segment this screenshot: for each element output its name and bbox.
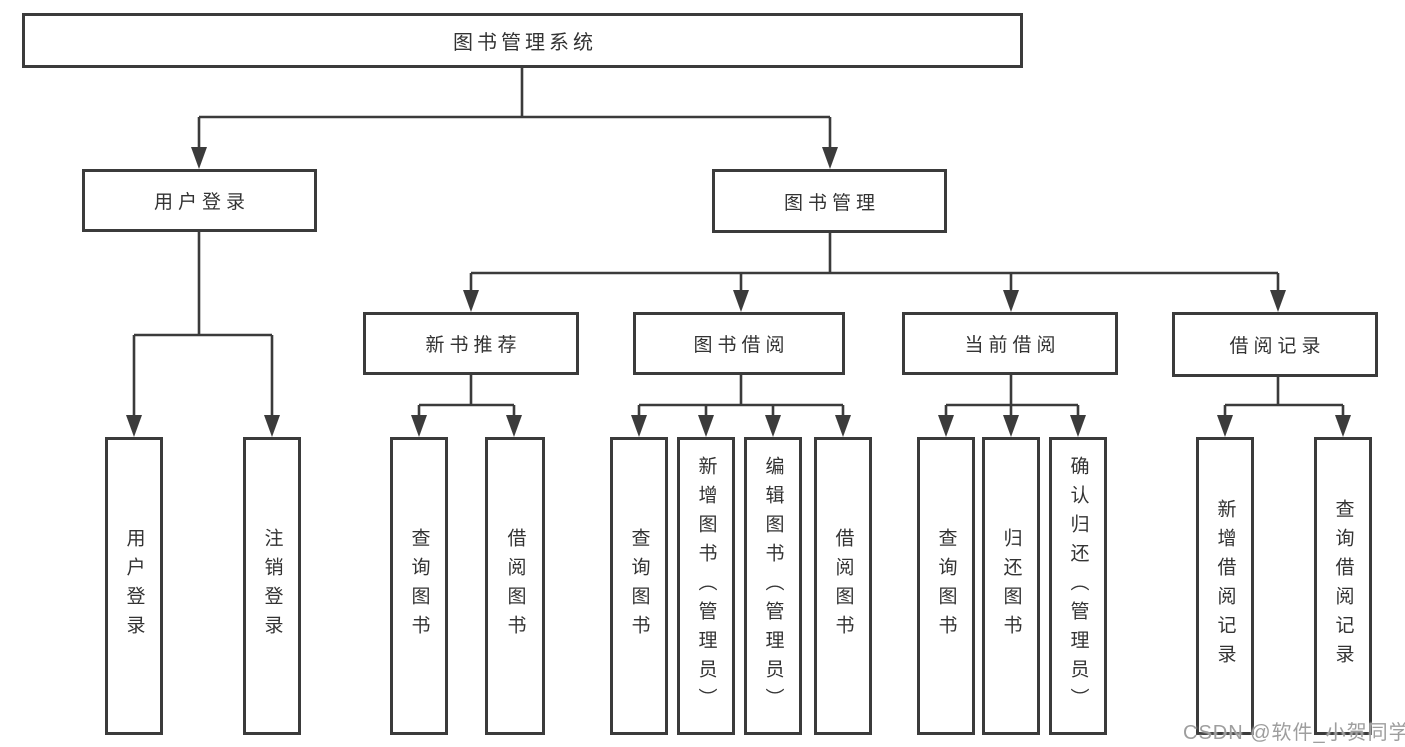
leaf-newbook-query: 查询图书 <box>390 437 448 735</box>
leaf-label: 新增借阅记录 <box>1214 499 1236 673</box>
node-book-borrow-label: 图书借阅 <box>693 335 790 356</box>
node-new-book-recommend-label: 新书推荐 <box>425 335 522 356</box>
leaf-label: 借阅图书 <box>504 528 526 644</box>
leaf-current-query: 查询图书 <box>917 437 975 735</box>
leaf-label: 新增图书（管理员） <box>695 455 717 717</box>
node-book-borrow: 图书借阅 <box>633 312 845 375</box>
leaf-label: 注销登录 <box>261 528 283 644</box>
leaf-records-add: 新增借阅记录 <box>1196 437 1254 735</box>
leaf-borrow-query: 查询图书 <box>610 437 668 735</box>
node-new-book-recommend: 新书推荐 <box>363 312 579 375</box>
node-current-borrow-label: 当前借阅 <box>964 335 1061 356</box>
leaf-user-login: 用户登录 <box>105 437 163 735</box>
leaf-label: 借阅图书 <box>832 528 854 644</box>
leaf-records-query: 查询借阅记录 <box>1314 437 1372 735</box>
node-library-system-label: 图书管理系统 <box>453 32 597 54</box>
leaf-label: 查询借阅记录 <box>1332 499 1354 673</box>
leaf-borrow-book: 借阅图书 <box>814 437 872 735</box>
node-book-management-label: 图书管理 <box>783 192 880 214</box>
leaf-label: 查询图书 <box>935 528 957 644</box>
leaf-logout: 注销登录 <box>243 437 301 735</box>
node-book-management: 图书管理 <box>712 169 947 233</box>
leaf-current-return: 归还图书 <box>982 437 1040 735</box>
node-borrow-records: 借阅记录 <box>1172 312 1378 377</box>
leaf-label: 编辑图书（管理员） <box>762 455 784 717</box>
leaf-label: 用户登录 <box>123 528 145 644</box>
leaf-borrow-edit-admin: 编辑图书（管理员） <box>744 437 802 735</box>
node-current-borrow: 当前借阅 <box>902 312 1118 375</box>
leaf-borrow-add-admin: 新增图书（管理员） <box>677 437 735 735</box>
node-borrow-records-label: 借阅记录 <box>1229 336 1326 357</box>
leaf-label: 查询图书 <box>408 528 430 644</box>
watermark: CSDN @软件_小贺同学 <box>1183 722 1405 744</box>
node-user-login-label: 用户登录 <box>153 192 250 213</box>
leaf-label: 归还图书 <box>1000 528 1022 644</box>
leaf-current-confirm-return-admin: 确认归还（管理员） <box>1049 437 1107 735</box>
leaf-label: 查询图书 <box>628 528 650 644</box>
leaf-newbook-borrow: 借阅图书 <box>485 437 545 735</box>
node-user-login: 用户登录 <box>82 169 317 232</box>
node-library-system: 图书管理系统 <box>22 13 1023 68</box>
leaf-label: 确认归还（管理员） <box>1067 455 1089 717</box>
